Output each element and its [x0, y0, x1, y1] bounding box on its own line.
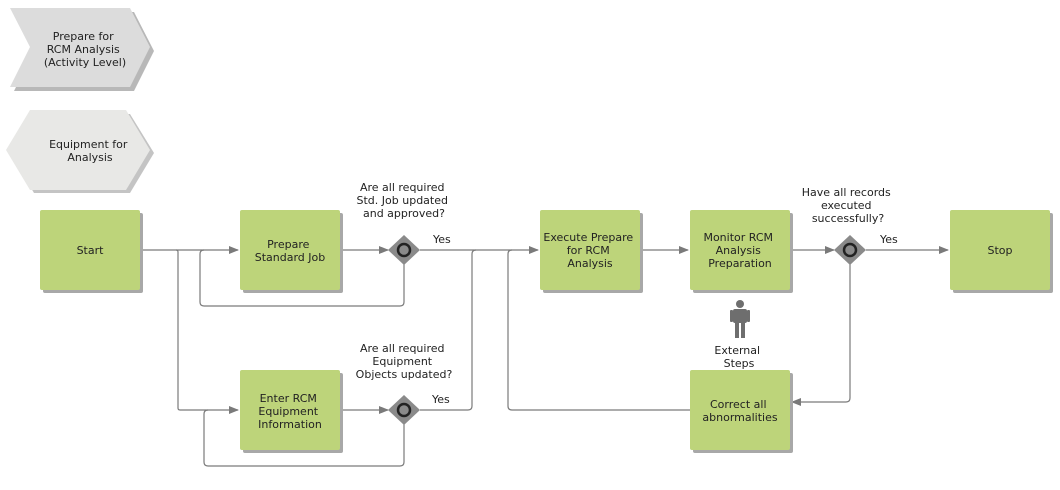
hexagon-equipment-for-analysis[interactable]: Equipment for Analysis [6, 110, 154, 193]
edge-g3-to-correct [791, 264, 851, 406]
gateway-records-executed[interactable] [834, 235, 866, 265]
activity-monitor-rcm-analysis-preparation[interactable]: Monitor RCM Analysis Preparation [690, 210, 793, 293]
gateway-records-yes-label: Yes [879, 233, 898, 246]
chevron-prepare-for-rcm-analysis[interactable]: Prepare for RCM Analysis (Activity Level… [10, 8, 154, 91]
edge-g2-loop [203, 409, 405, 467]
gateway-records-question: Have all records executed successfully? [802, 186, 895, 225]
hexagon-label: Equipment for Analysis [49, 138, 131, 164]
activity-enter-rcm-equipment-information[interactable]: Enter RCM Equipment Information [240, 370, 343, 453]
gateway-std-job-question: Are all required Std. Job updated and ap… [357, 181, 452, 220]
edge-start-to-enter-rcm [140, 249, 239, 414]
chevron-shape [10, 8, 150, 87]
edge-g2-yes-to-execute [420, 249, 477, 411]
gateway-equipment-yes-label: Yes [431, 393, 450, 406]
gateway-std-job-yes-label: Yes [432, 233, 451, 246]
gateway-equipment-objects-updated[interactable] [388, 395, 420, 425]
edge-g1-loop [199, 249, 405, 307]
svg-text:Enter RCM Equipment: Enter RCM Equipment Information [258, 392, 322, 431]
edge-correct-to-execute [507, 249, 690, 411]
svg-text:Correct all abnormalitie: Correct all abnormalities [702, 398, 777, 424]
gateway-equipment-question: Are all required Equipment Objects updat… [356, 342, 453, 381]
activity-correct-all-abnormalities[interactable]: Correct all abnormalities [690, 370, 793, 453]
activity-prepare-standard-job[interactable]: Prepare Standard Job [240, 210, 343, 293]
connectors [140, 246, 949, 467]
hexagon-shape [6, 110, 150, 190]
activity-execute-prepare-for-rcm-analysis[interactable]: Execute Prepare for RCM Analysis [540, 210, 643, 293]
svg-text:Monitor RCM Analysis: Monitor RCM Analysis Preparation [703, 231, 776, 270]
activity-start[interactable]: Start [40, 210, 143, 293]
chevron-label: Prepare for RCM Analysis (Activity Level… [44, 30, 126, 69]
gateway-circle-icon [396, 402, 412, 418]
gateway-circle-icon [396, 242, 412, 258]
gateway-circle-icon [842, 242, 858, 258]
svg-text:Start: Start [77, 244, 105, 257]
svg-text:Stop: Stop [987, 244, 1012, 257]
activity-stop[interactable]: Stop [950, 210, 1053, 293]
gateway-std-job-approved[interactable] [388, 235, 420, 265]
svg-text:Execute Prepare for RCM: Execute Prepare for RCM Analysis [543, 231, 636, 270]
external-steps-label: External Steps [714, 344, 763, 370]
svg-text:Prepare Standard Job: Prepare Standard Job [255, 238, 326, 264]
person-icon [730, 300, 750, 338]
